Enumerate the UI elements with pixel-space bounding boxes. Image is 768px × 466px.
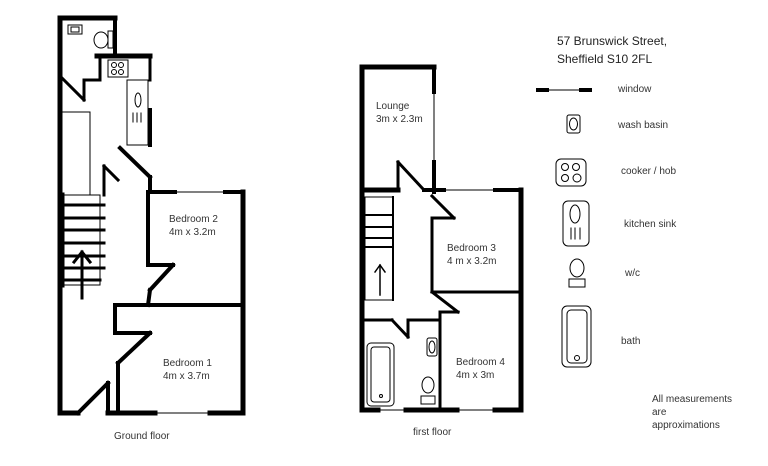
ground-floor-plan	[57, 15, 246, 416]
room-size-bedroom-1: 4m x 3.7m	[163, 371, 210, 382]
bath-icon	[561, 305, 592, 368]
room-name-bedroom-2: Bedroom 2	[169, 214, 218, 225]
legend-label-kitchen-sink: kitchen sink	[624, 219, 677, 230]
wash-basin-icon	[566, 114, 581, 134]
legend-label-window: window	[618, 84, 652, 95]
room-size-bedroom-4: 4m x 3m	[456, 370, 495, 381]
legend-label-cooker-hob: cooker / hob	[621, 166, 677, 177]
cooker-hob-icon	[555, 158, 587, 187]
room-size-lounge: 3m x 2.3m	[376, 114, 423, 125]
first-floor-plan	[359, 64, 524, 413]
legend-label-wc: w/c	[625, 268, 640, 279]
note-line-2: are	[652, 407, 667, 418]
room-size-bedroom-2: 4m x 3.2m	[169, 227, 216, 238]
address-line-2: Sheffield S10 2FL	[557, 52, 653, 66]
room-name-bedroom-4: Bedroom 4	[456, 357, 505, 368]
wc-icon	[568, 258, 586, 288]
legend-label-wash-basin: wash basin	[618, 120, 669, 131]
room-name-bedroom-3: Bedroom 3	[447, 243, 496, 254]
note-line-1: All measurements	[652, 394, 733, 405]
address-line-1: 57 Brunswick Street,	[557, 34, 668, 48]
room-size-bedroom-3: 4 m x 3.2m	[447, 256, 497, 267]
first-floor-caption: first floor	[413, 427, 452, 438]
kitchen-sink-icon	[562, 200, 590, 247]
room-name-lounge: Lounge	[376, 101, 410, 112]
note-line-3: approximations	[652, 420, 720, 431]
room-name-bedroom-1: Bedroom 1	[163, 358, 212, 369]
legend-label-bath: bath	[621, 336, 641, 347]
ground-floor-caption: Ground floor	[114, 431, 170, 442]
